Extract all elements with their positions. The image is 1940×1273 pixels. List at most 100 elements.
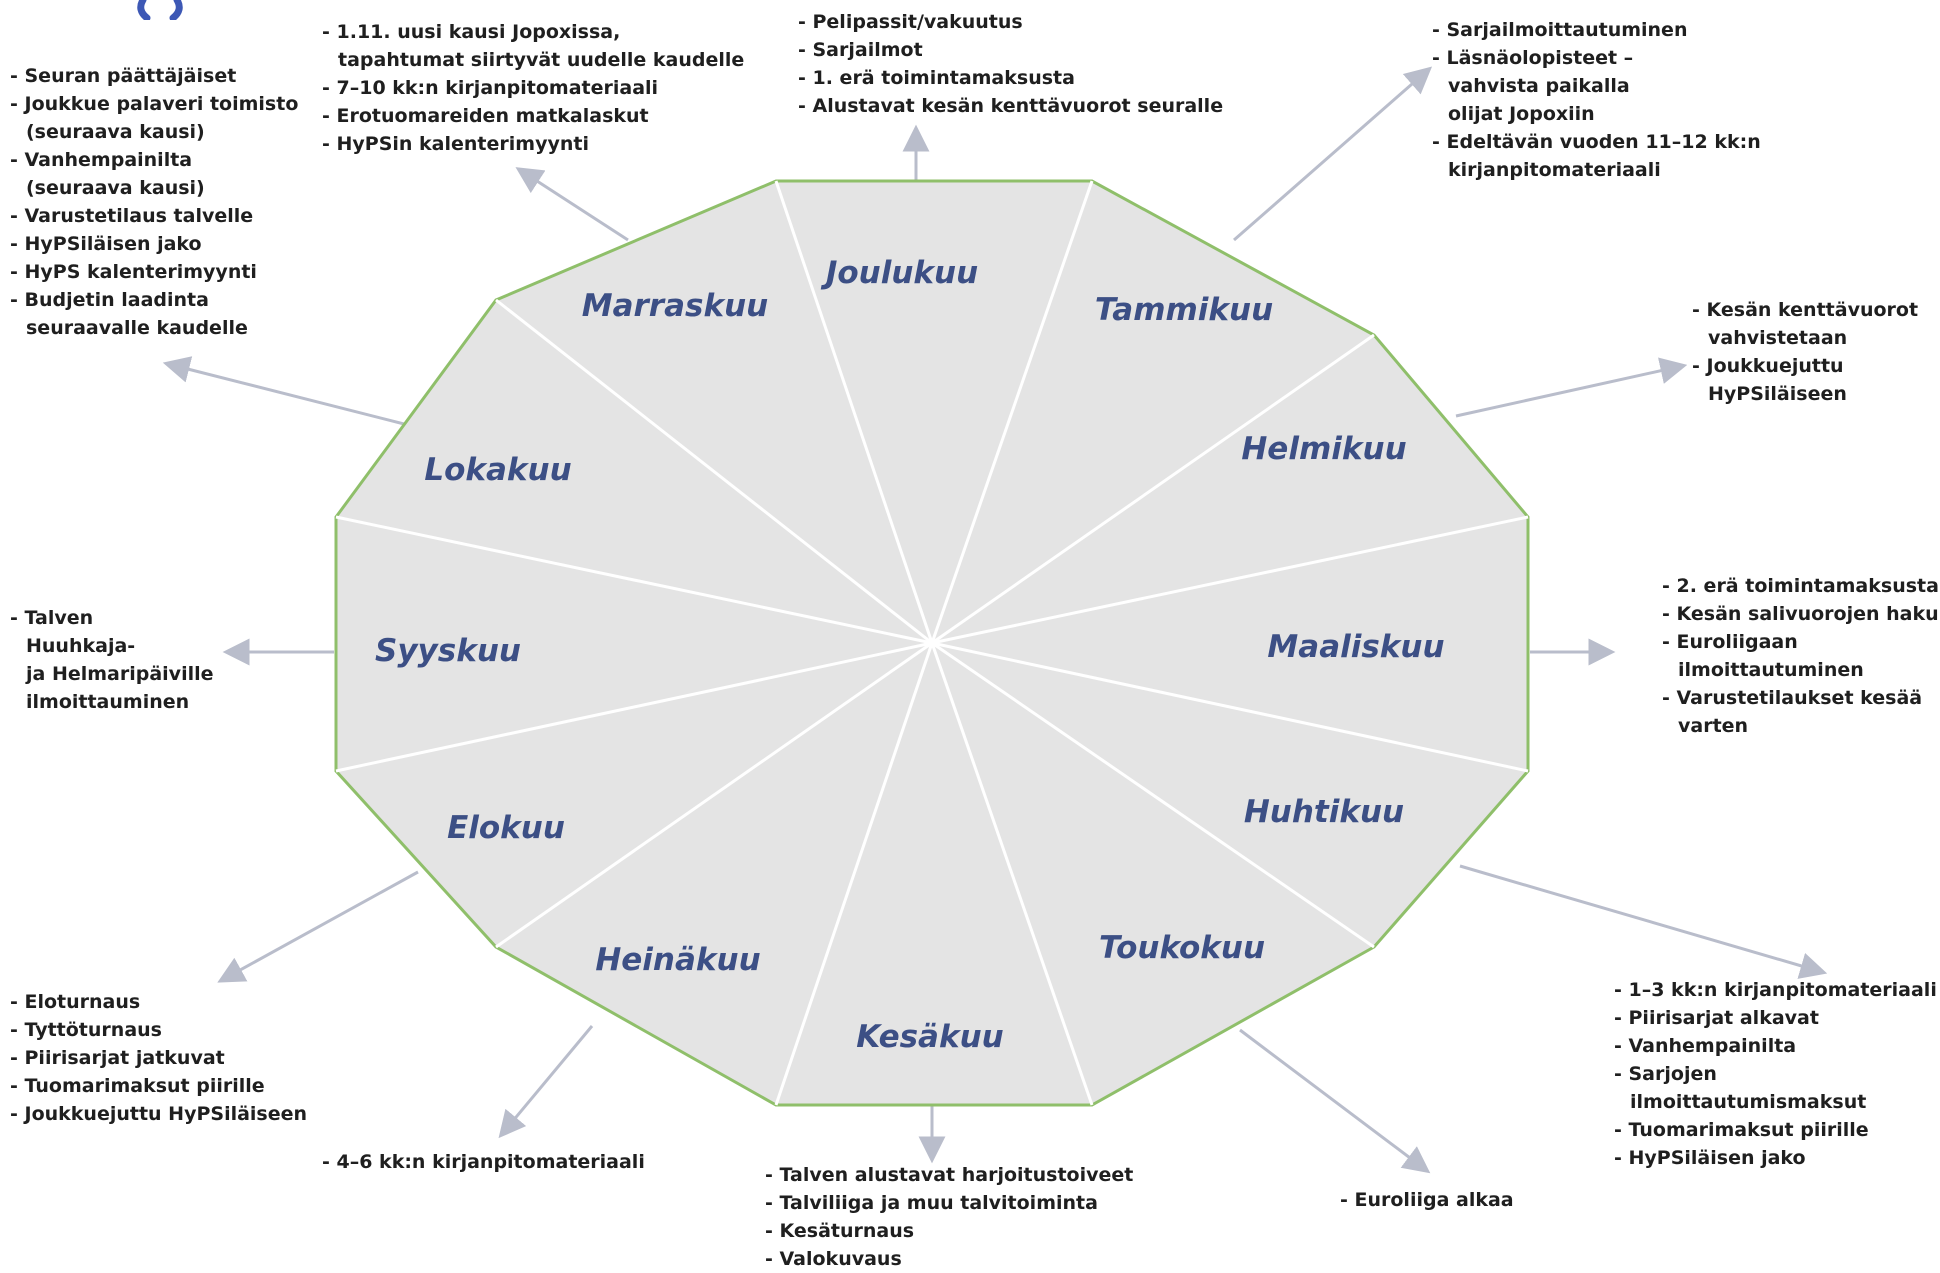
note-helmikuu: - Kesän kenttävuorot vahvistetaan - Joukku…	[1692, 296, 1918, 408]
wheel-spoke	[495, 298, 933, 645]
connector-arrow	[162, 356, 413, 428]
note-line: - Kesän kenttävuorot	[1692, 299, 1919, 321]
note-item: - Kesän kenttävuorot vahvistetaan	[1692, 296, 1918, 352]
wheel-spoke	[774, 180, 934, 644]
note-item: - Seuran päättäjäiset	[10, 62, 298, 90]
note-item: - Tuomarimaksut piirille	[10, 1072, 307, 1100]
note-line: - Sarjojen	[1614, 1063, 1717, 1085]
arrow-group	[162, 66, 1828, 1174]
note-item: - Sarjailmot	[798, 36, 1223, 64]
note-line: - Talven	[10, 607, 94, 629]
note-line: - Alustavat kesän kenttävuorot seuralle	[798, 95, 1224, 117]
note-lokakuu: - Seuran päättäjäiset- Joukkue palaveri …	[10, 62, 298, 342]
note-line: - Seuran päättäjäiset	[10, 65, 237, 87]
wheel-spoke	[930, 642, 1094, 1106]
note-item: - 2. erä toimintamaksusta	[1662, 572, 1939, 600]
wheel-spoke	[774, 642, 934, 1106]
note-line: - Joukkuejuttu	[1692, 355, 1844, 377]
month-helmikuu: Helmikuu	[1241, 431, 1406, 467]
note-tammikuu: - Sarjailmoittautuminen- Läsnäolopisteet…	[1432, 16, 1761, 184]
note-item: - Euroliiga alkaa	[1340, 1186, 1514, 1214]
note-item: - Pelipassit/vakuutus	[798, 8, 1223, 36]
note-line: - Euroliigaan	[1662, 631, 1798, 653]
wheel-spoke	[930, 180, 1094, 644]
note-line: - Varustetilaus talvelle	[10, 205, 254, 227]
connector-arrow	[1455, 357, 1688, 418]
wheel-spoke	[931, 641, 1529, 773]
note-line: vahvistetaan	[1708, 327, 1848, 349]
note-line: vahvista paikalla	[1448, 75, 1630, 97]
spoke-group	[335, 180, 1529, 1106]
month-maaliskuu: Maaliskuu	[1267, 629, 1444, 665]
note-line: - Joukkuejuttu HyPSiläiseen	[10, 1103, 308, 1125]
wheel-spoke	[335, 641, 933, 773]
note-toukokuu: - Euroliiga alkaa	[1340, 1186, 1514, 1214]
note-item: - 1.11. uusi kausi Jopoxissa, tapahtumat …	[322, 18, 744, 74]
note-item: - Varustetilaukset kesää varten	[1662, 684, 1939, 740]
note-item: - Piirisarjat jatkuvat	[10, 1044, 307, 1072]
note-line: kirjanpitomateriaali	[1448, 159, 1661, 181]
note-line: - Euroliiga alkaa	[1340, 1189, 1514, 1211]
note-line: - Talven alustavat harjoitustoiveet	[765, 1164, 1134, 1186]
month-syyskuu: Syyskuu	[375, 633, 521, 669]
note-line: - 1. erä toimintamaksusta	[798, 67, 1075, 89]
connector-arrow	[1233, 66, 1433, 242]
note-item: - HyPS kalenterimyynti	[10, 258, 298, 286]
note-line: - Tuomarimaksut piirille	[1614, 1119, 1869, 1141]
note-item: - Valokuvaus	[765, 1245, 1133, 1273]
note-item: - Tuomarimaksut piirille	[1614, 1116, 1937, 1144]
partial-logo-icon	[137, 0, 183, 20]
note-line: - Piirisarjat jatkuvat	[10, 1047, 225, 1069]
wheel-spoke	[335, 515, 933, 645]
connector-arrow	[1459, 864, 1828, 979]
note-line: tapahtumat siirtyvät uudelle kaudelle	[338, 49, 745, 71]
note-line: - Läsnäolopisteet –	[1432, 47, 1634, 69]
note-line: - Kesäturnaus	[765, 1220, 915, 1242]
note-item: - 4–6 kk:n kirjanpitomateriaali	[322, 1148, 645, 1176]
note-item: - Joukkuejuttu HyPSiläiseen	[10, 1100, 307, 1128]
note-item: - Piirisarjat alkavat	[1614, 1004, 1937, 1032]
note-item: - Kesän salivuorojen haku	[1662, 600, 1939, 628]
connector-arrow	[498, 1025, 594, 1139]
wheel-spoke	[931, 515, 1529, 645]
note-line: (seuraava kausi)	[26, 177, 205, 199]
note-item: - HyPSin kalenterimyynti	[322, 130, 744, 158]
wheel-spoke	[931, 641, 1375, 949]
month-heinakuu: Heinäkuu	[595, 942, 760, 978]
note-item: - Eloturnaus	[10, 988, 307, 1016]
note-item: - Tyttöturnaus	[10, 1016, 307, 1044]
note-line: ilmoittautumismaksut	[1630, 1091, 1867, 1113]
note-line: - Varustetilaukset kesää	[1662, 687, 1923, 709]
note-item: - 1–3 kk:n kirjanpitomateriaali	[1614, 976, 1937, 1004]
note-marraskuu: - 1.11. uusi kausi Jopoxissa, tapahtumat …	[322, 18, 744, 158]
note-item: - Kesäturnaus	[765, 1217, 1133, 1245]
note-line: olijat Jopoxiin	[1448, 103, 1595, 125]
note-line: - 2. erä toimintamaksusta	[1662, 575, 1939, 597]
connector-arrow	[515, 167, 629, 242]
note-item: - Läsnäolopisteet – vahvista paikalla olij…	[1432, 44, 1761, 128]
note-line: - Erotuomareiden matkalaskut	[322, 105, 649, 127]
note-line: - Pelipassit/vakuutus	[798, 11, 1023, 33]
note-maaliskuu: - 2. erä toimintamaksusta - Kesän salivuo…	[1662, 572, 1939, 740]
note-line: varten	[1678, 715, 1749, 737]
note-line: seuraavalle kaudelle	[26, 317, 248, 339]
note-line: HyPSiläiseen	[1708, 383, 1847, 405]
note-line: - 1–3 kk:n kirjanpitomateriaali	[1614, 979, 1937, 1001]
note-line: - HyPSin kalenterimyynti	[322, 133, 589, 155]
month-elokuu: Elokuu	[447, 810, 565, 846]
note-item: - Talven alustavat harjoitustoiveet	[765, 1161, 1133, 1189]
note-line: - 1.11. uusi kausi Jopoxissa,	[322, 21, 621, 43]
note-line: ilmoittauminen	[26, 691, 190, 713]
month-kesakuu: Kesäkuu	[856, 1019, 1003, 1055]
note-line: Huuhkaja-	[26, 635, 136, 657]
note-line: - Talviliiga ja muu talvitoiminta	[765, 1192, 1098, 1214]
month-lokakuu: Lokakuu	[424, 452, 571, 488]
note-line: ja Helmaripäiville	[26, 663, 214, 685]
note-item: - HyPSiläisen jako	[10, 230, 298, 258]
note-line: - 4–6 kk:n kirjanpitomateriaali	[322, 1151, 645, 1173]
